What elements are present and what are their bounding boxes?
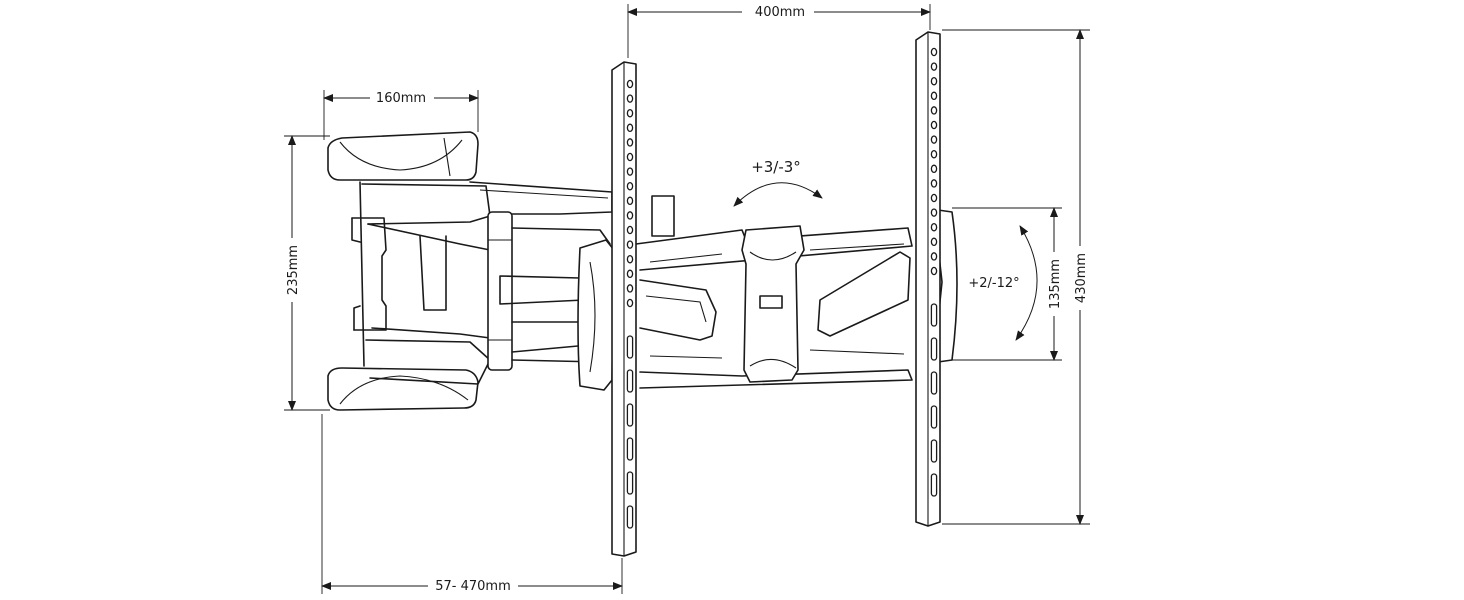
plate-hole — [930, 149, 938, 159]
plate-hole — [626, 79, 634, 89]
plate-hole — [930, 266, 938, 276]
label-max-height: 430mm — [1074, 253, 1089, 303]
plate-slot — [626, 369, 634, 393]
plate-hole — [626, 167, 634, 176]
middle-arm — [499, 239, 717, 391]
plate-slot — [930, 371, 938, 395]
plate-slot — [626, 335, 634, 359]
label-tilt: +2/-12° — [968, 276, 1019, 291]
plate-hole — [930, 179, 938, 188]
plate-hole — [626, 284, 634, 293]
plate-slot — [626, 403, 634, 427]
plate-slot — [930, 303, 938, 327]
plate-hole — [930, 164, 938, 174]
label-wall-plate-width: 160mm — [376, 91, 426, 106]
plate-hole — [626, 94, 634, 103]
dim-plate-spacing — [627, 2, 931, 58]
plate-hole — [930, 76, 938, 86]
plate-hole — [930, 193, 938, 203]
plate-hole — [626, 138, 634, 147]
dim-wall-plate-height — [282, 135, 330, 411]
dim-max-height — [942, 29, 1090, 525]
plate-slot — [626, 471, 634, 495]
wall-plate — [327, 131, 513, 411]
plate-hole — [930, 120, 938, 130]
upper-arm — [469, 181, 675, 245]
plate-slot — [930, 337, 938, 361]
plate-hole — [626, 211, 634, 220]
lower-arm — [635, 209, 958, 389]
plate-hole — [626, 181, 634, 191]
plate-hole — [930, 135, 938, 144]
plate-slot — [626, 505, 634, 529]
tilt-arrow-icon — [1015, 225, 1038, 341]
label-extension: 57- 470mm — [435, 579, 511, 594]
plate-slot — [626, 437, 634, 461]
plate-hole — [626, 123, 634, 133]
plate-slot — [930, 439, 938, 463]
plate-slot — [930, 405, 938, 429]
plate-hole — [626, 152, 634, 162]
plate-hole — [930, 106, 938, 115]
plate-hole — [930, 237, 938, 247]
dim-slot-range — [952, 207, 1064, 361]
plate-hole — [930, 62, 938, 71]
plate-hole — [930, 252, 938, 261]
plate-hole — [626, 225, 634, 235]
dim-wall-plate-width — [323, 88, 479, 140]
plate-holes-right — [930, 47, 938, 497]
label-swivel: +3/-3° — [751, 158, 801, 176]
plate-holes-left — [626, 79, 634, 529]
plate-hole — [626, 269, 634, 279]
plate-hole — [626, 240, 634, 249]
plate-hole — [930, 222, 938, 232]
plate-hole — [626, 298, 634, 308]
plate-hole — [626, 108, 634, 118]
plate-hole — [930, 91, 938, 101]
label-plate-spacing: 400mm — [755, 5, 805, 20]
dim-extension — [321, 414, 623, 596]
label-slot-range: 135mm — [1048, 259, 1063, 309]
plate-hole — [626, 196, 634, 206]
plate-hole — [626, 254, 634, 264]
label-wall-plate-height: 235mm — [286, 245, 301, 295]
plate-hole — [930, 47, 938, 57]
plate-hole — [930, 208, 938, 217]
swivel-arrow-icon — [733, 182, 823, 207]
plate-slot — [930, 473, 938, 497]
